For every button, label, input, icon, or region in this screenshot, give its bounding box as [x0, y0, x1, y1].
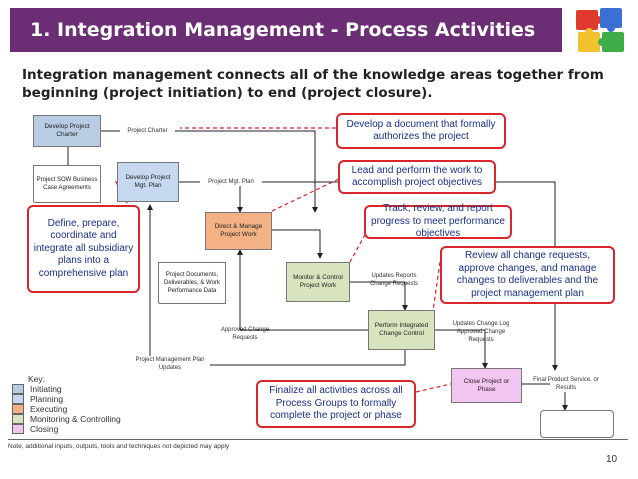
- label-project-mgt-plan: Project Mgt. Plan: [200, 178, 262, 186]
- callout-finalize: Finalize all activities across all Proce…: [256, 380, 416, 428]
- legend-heading: Key:: [28, 374, 46, 384]
- document-sow: Project SOW Business Case Agreements: [33, 165, 101, 203]
- callout-charter: Develop a document that formally authori…: [336, 113, 506, 149]
- puzzle-logo-icon: [576, 8, 624, 52]
- footer-divider: [8, 439, 628, 440]
- legend-item: Monitoring & Controlling: [12, 414, 162, 424]
- label-final-product: Final Product Service, or Results: [533, 377, 599, 391]
- legend: Key: Initiating Planning Executing Monit…: [12, 374, 162, 434]
- legend-swatch-initiating: [12, 384, 24, 394]
- label-updates-reports: Updates Reports Change Requests: [369, 273, 419, 287]
- final-product-box: [540, 410, 614, 438]
- label-plan-updates: Project Management Plan Updates: [130, 356, 210, 372]
- process-direct-manage: Direct & Manage Project Work: [205, 212, 272, 250]
- callout-lead: Lead and perform the work to accomplish …: [338, 160, 496, 194]
- footnote: Note, additional inputs, outputs, tools …: [8, 443, 230, 450]
- process-integrated-change: Perform Integrated Change Control: [368, 310, 435, 350]
- process-close: Close Project or Phase: [451, 368, 522, 403]
- slide-title: 1. Integration Management - Process Acti…: [30, 19, 536, 41]
- legend-item: Closing: [12, 424, 162, 434]
- callout-track: Track, review, and report progress to me…: [364, 203, 512, 239]
- legend-item: Planning: [12, 394, 162, 404]
- slide-subtitle: Integration management connects all of t…: [22, 67, 604, 101]
- document-project-docs: Project Documents, Deliverables, & Work …: [158, 262, 226, 304]
- slide-title-bar: 1. Integration Management - Process Acti…: [10, 8, 562, 52]
- legend-swatch-planning: [12, 394, 24, 404]
- legend-item: Initiating: [12, 384, 162, 394]
- process-monitor-control: Monitor & Control Project Work: [286, 262, 350, 302]
- legend-swatch-monitoring: [12, 414, 24, 424]
- legend-swatch-executing: [12, 404, 24, 414]
- label-updates-changelog: Updates Change Log Approved Change Reque…: [452, 321, 510, 343]
- callout-define: Define, prepare, coordinate and integrat…: [27, 205, 140, 293]
- label-project-charter: Project Charter: [120, 127, 175, 135]
- page-number: 10: [606, 454, 618, 465]
- process-develop-charter: Develop Project Charter: [33, 115, 101, 147]
- process-develop-plan: Develop Project Mgt. Plan: [117, 162, 179, 202]
- legend-item: Executing: [12, 404, 162, 414]
- callout-review: Review all change requests, approve chan…: [440, 246, 615, 304]
- legend-swatch-closing: [12, 424, 24, 434]
- label-approved-change: Approved Change Requests: [220, 327, 270, 341]
